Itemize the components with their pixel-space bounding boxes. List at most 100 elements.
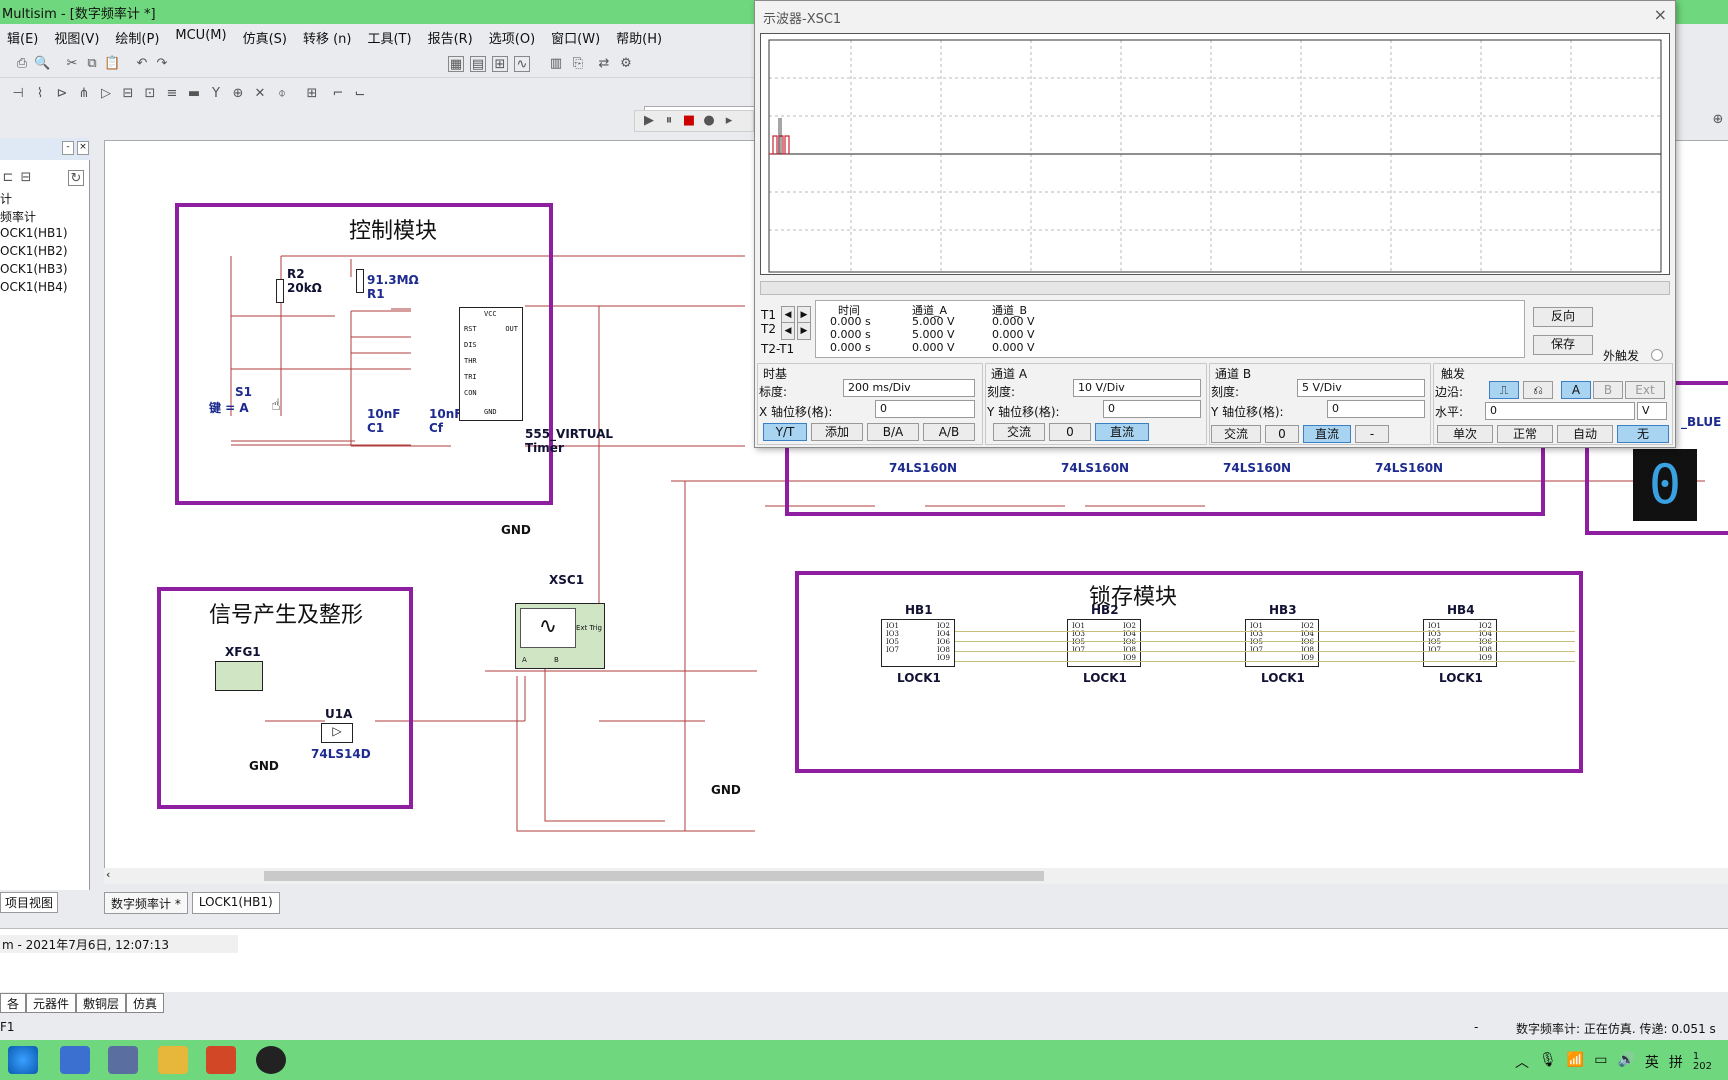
grapher-icon[interactable]: ▦ [448,56,464,72]
trigger-source-a[interactable]: A [1561,381,1591,399]
channel-b-dc-button[interactable]: 直流 [1303,425,1351,443]
channel-a-ac-button[interactable]: 交流 [993,423,1045,441]
minimize-icon[interactable]: - [62,141,74,155]
t2-left-arrow-icon[interactable]: ◀ [781,322,795,340]
undo-icon[interactable]: ↶ [136,56,148,71]
cmos-icon[interactable]: ⊡ [144,86,156,101]
tab-components[interactable]: 元器件 [26,993,77,1013]
print-preview-icon[interactable]: 🔍 [34,56,51,71]
rising-edge-icon[interactable]: ⎍ [1489,381,1519,399]
channel-b-ac-button[interactable]: 交流 [1211,425,1261,443]
trigger-auto-button[interactable]: 自动 [1557,425,1613,443]
windows-start-icon[interactable] [8,1046,38,1074]
hier-block-icon[interactable]: ⊞ [306,86,318,101]
stop-icon[interactable]: ■ [682,113,696,128]
analog-icon[interactable]: ▷ [101,86,111,101]
basic-icon[interactable]: ⌇ [36,86,44,101]
menu-window[interactable]: 窗口(W) [551,32,601,47]
trigger-level-field[interactable]: 0 [1485,402,1635,420]
redo-icon[interactable]: ↷ [156,56,168,71]
source-icon[interactable]: ⊣ [12,86,24,101]
annotate-icon[interactable]: ⎘ [572,56,584,71]
zoom-icon[interactable]: ⊕ [1712,112,1724,127]
tab-main-design[interactable]: 数字频率计 * [104,892,188,914]
channel-b-zero-button[interactable]: 0 [1265,425,1299,443]
transfer-icon[interactable]: ⚙ [620,56,632,71]
table-icon[interactable]: ▤ [470,56,486,72]
copy-icon[interactable]: ⧉ [87,56,97,71]
menu-edit[interactable]: 辑(E) [7,32,39,47]
rf-icon[interactable]: ⊕ [232,86,244,101]
channel-a-scale-field[interactable]: 10 V/Div [1073,379,1201,397]
scope-screen[interactable] [760,33,1670,275]
timebase-scale-field[interactable]: 200 ms/Div [843,379,975,397]
open-icon[interactable]: ⊏ [2,170,14,185]
menu-transfer[interactable]: 转移 (n) [302,32,352,47]
yt-button[interactable]: Y/T [763,423,807,441]
step-icon[interactable]: ● [703,113,715,128]
wire-icon[interactable]: ⌙ [354,86,366,101]
electromech-icon[interactable]: ✕ [254,86,266,101]
menu-mcu[interactable]: MCU(M) [175,28,227,43]
menu-options[interactable]: 选项(O) [488,32,536,47]
channel-a-ypos-field[interactable]: 0 [1103,400,1201,418]
menu-place[interactable]: 绘制(P) [115,32,160,47]
spreadsheet-icon[interactable]: ⊞ [492,56,508,72]
diode-icon[interactable]: ⊳ [56,86,68,101]
pause-icon[interactable]: ⏸ [665,113,673,128]
power-icon[interactable]: Y [212,86,220,101]
tree-item[interactable]: OCK1(HB4) [0,280,68,294]
trigger-single-button[interactable]: 单次 [1437,425,1493,443]
obs-icon[interactable] [256,1046,286,1074]
file-explorer-icon[interactable] [158,1046,188,1074]
tab-lock1-hb1[interactable]: LOCK1(HB1) [191,892,280,914]
tree-item[interactable]: OCK1(HB1) [0,226,68,240]
print-icon[interactable]: ⎙ [16,56,28,71]
step-over-icon[interactable]: ▸ [725,113,733,128]
scroll-thumb[interactable] [264,871,1044,881]
volume-icon[interactable]: 🔊 [1617,1052,1635,1068]
falling-edge-icon[interactable]: ⎌ [1523,381,1553,399]
postprocess-icon[interactable]: ∿ [514,56,530,72]
paste-icon[interactable]: 📋 [104,56,121,71]
menu-tools[interactable]: 工具(T) [367,32,412,47]
save-button[interactable]: 保存 [1533,335,1593,355]
chevron-up-icon[interactable]: ︿ [1515,1055,1530,1071]
indicator-icon[interactable]: ▬ [187,86,201,101]
reverse-button[interactable]: 反向 [1533,307,1593,327]
ext-trigger-radio[interactable] [1651,349,1663,361]
tree-item[interactable]: 频率计 [0,210,37,224]
scroll-left-icon[interactable]: ‹ [106,868,111,881]
trigger-level-unit[interactable]: V [1637,402,1667,420]
canvas-horizontal-scrollbar[interactable]: ‹ [104,868,1728,884]
channel-a-dc-button[interactable]: 直流 [1095,423,1149,441]
trigger-source-b[interactable]: B [1593,381,1623,399]
run-icon[interactable]: ▶ [644,113,654,128]
tree-item[interactable]: 计 [0,192,13,206]
trigger-source-ext[interactable]: Ext [1625,381,1665,399]
t2-right-arrow-icon[interactable]: ▶ [797,322,811,340]
tab-nets[interactable]: 各 [0,993,27,1013]
close-icon[interactable]: × [1653,5,1667,24]
tab-simulation[interactable]: 仿真 [126,993,165,1013]
oscilloscope-xsc1[interactable]: ∿ Ext Trig A B [515,603,605,669]
ime-mode[interactable]: 拼 [1668,1055,1683,1071]
timer-555[interactable]: VCC RST OUT DIS THR TRI CON GND [459,307,523,421]
tree-item[interactable]: OCK1(HB3) [0,262,68,276]
schmitt-inverter-u1a[interactable]: ▷ [321,723,353,743]
cut-icon[interactable]: ✂ [66,56,78,71]
app-icon[interactable] [60,1046,90,1074]
erc-icon[interactable]: ⇄ [598,56,610,71]
channel-a-zero-button[interactable]: 0 [1049,423,1091,441]
function-generator-xfg1[interactable] [215,661,263,691]
battery-icon[interactable]: ▭ [1594,1052,1608,1068]
x-position-field[interactable]: 0 [875,400,975,418]
channel-b-ypos-field[interactable]: 0 [1327,400,1425,418]
network-icon[interactable]: 📶 [1566,1052,1585,1068]
add-button[interactable]: 添加 [811,423,863,441]
